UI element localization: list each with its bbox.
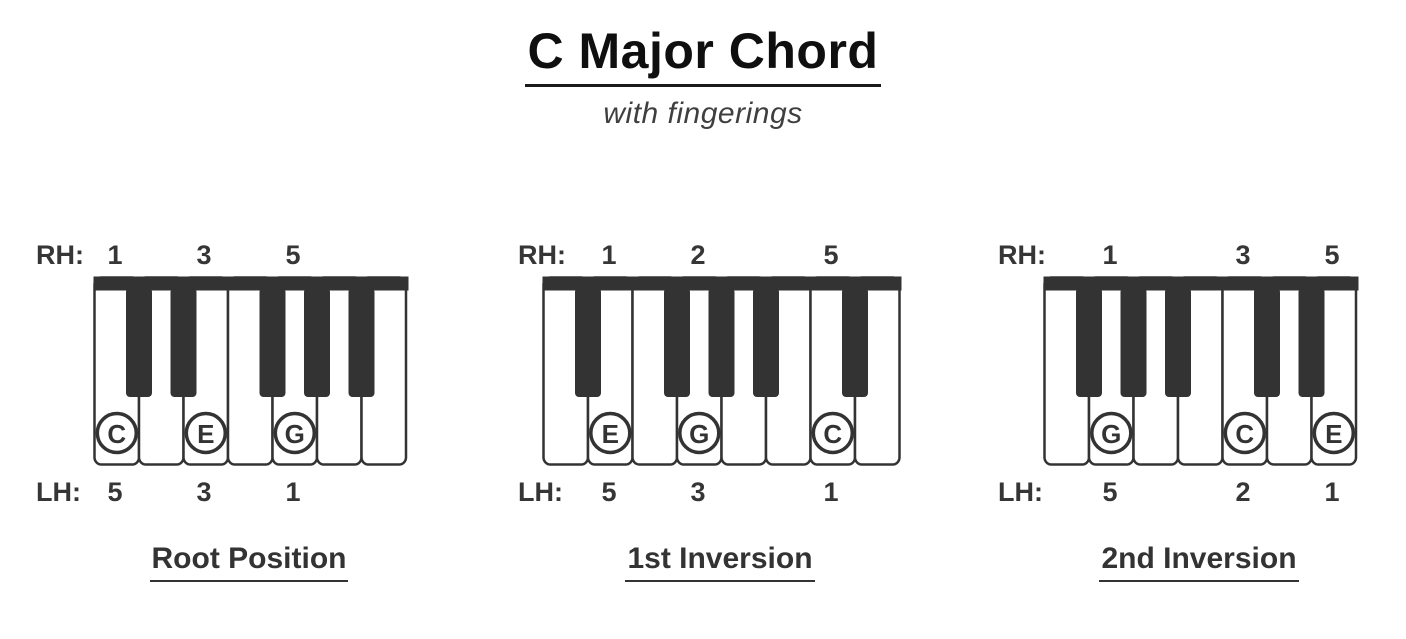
rh-label-2: RH: [518, 240, 566, 270]
page-subtitle: with fingerings [603, 97, 803, 130]
note-circle-G [678, 411, 721, 455]
note-letter-E: E [197, 419, 214, 449]
black-key [1298, 288, 1325, 397]
caption-text-2: 1st Inversion [625, 542, 815, 582]
lh-finger-E: 5 [601, 477, 617, 507]
lh-finger-E: 3 [196, 477, 212, 507]
lh-label-1: LH: [36, 477, 81, 507]
note-circle-G [1090, 411, 1133, 455]
rh-finger-G: 1 [1102, 240, 1118, 270]
note-circle-E [1312, 411, 1356, 455]
black-key [842, 288, 868, 397]
note-letter-C: C [107, 419, 126, 449]
rh-finger-G: 2 [690, 240, 706, 270]
lh-finger-G: 3 [690, 477, 706, 507]
caption-2: 1st Inversion [512, 542, 928, 582]
note-circle-E [589, 411, 632, 455]
note-circle-G [273, 411, 317, 455]
note-letter-E: E [1325, 419, 1342, 449]
black-key [708, 288, 735, 397]
rh-label-1: RH: [36, 240, 84, 270]
keyboard-top-rail [93, 276, 409, 291]
rh-finger-C: 1 [107, 240, 123, 270]
lh-finger-G: 1 [285, 477, 301, 507]
lh-label-3: LH: [998, 477, 1043, 507]
black-key [1165, 288, 1191, 397]
black-key [304, 288, 330, 397]
rh-finger-E: 3 [196, 240, 212, 270]
page-title-text: C Major Chord [524, 24, 882, 87]
note-letter-C: C [1235, 419, 1254, 449]
lh-finger-G: 5 [1102, 477, 1118, 507]
lh-label-2: LH: [518, 477, 563, 507]
note-circle-C [1223, 411, 1267, 455]
black-key [126, 288, 152, 397]
black-key [664, 288, 690, 397]
caption-text-1: Root Position [149, 542, 349, 582]
lh-finger-E: 1 [1324, 477, 1340, 507]
black-key [1254, 288, 1280, 397]
lh-finger-C: 1 [823, 477, 839, 507]
page-title: C Major Chord [0, 24, 1406, 87]
page-header: C Major Chord with fingerings [0, 0, 1406, 131]
rh-finger-E: 5 [1324, 240, 1340, 270]
note-letter-G: G [285, 419, 305, 449]
rh-finger-C: 5 [823, 240, 839, 270]
lh-finger-C: 5 [107, 477, 123, 507]
black-key [1120, 288, 1147, 397]
note-letter-E: E [602, 419, 619, 449]
black-key [753, 288, 779, 397]
note-circle-E [184, 411, 228, 455]
note-letter-G: G [1101, 419, 1121, 449]
note-letter-G: G [689, 419, 709, 449]
note-letter-C: C [823, 419, 842, 449]
caption-text-3: 2nd Inversion [1099, 542, 1299, 582]
black-key [575, 288, 601, 397]
black-key [1076, 288, 1102, 397]
keyboard-top-rail [1043, 276, 1359, 291]
rh-finger-E: 1 [601, 240, 617, 270]
black-key [170, 288, 197, 397]
note-circle-C [811, 411, 855, 455]
lh-finger-C: 2 [1235, 477, 1251, 507]
black-key [259, 288, 286, 397]
rh-finger-C: 3 [1235, 240, 1251, 270]
rh-label-3: RH: [998, 240, 1046, 270]
rh-finger-G: 5 [285, 240, 301, 270]
caption-1: Root Position [63, 542, 435, 582]
note-circle-C [95, 411, 139, 455]
keyboard-top-rail [542, 276, 902, 291]
black-key [348, 288, 375, 397]
caption-3: 2nd Inversion [1013, 542, 1385, 582]
